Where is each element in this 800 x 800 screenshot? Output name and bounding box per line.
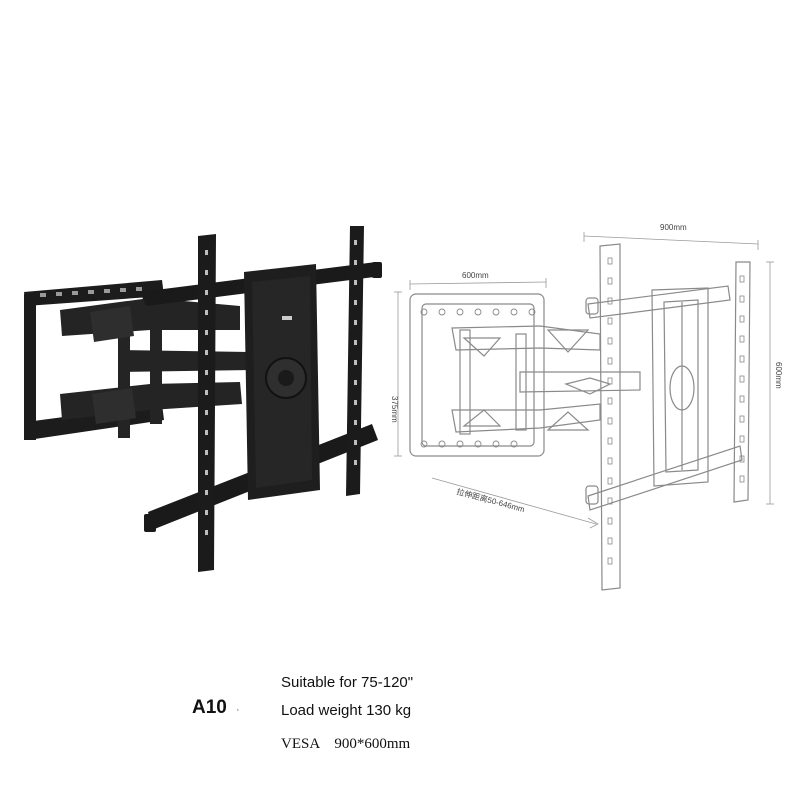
model-marker: · xyxy=(236,704,240,716)
technical-drawing xyxy=(394,232,774,591)
dim-right-height: 600mm xyxy=(774,362,783,389)
spec-vesa: VESA 900*600mm xyxy=(281,736,411,752)
articulating-arms xyxy=(60,298,252,438)
model-label: A10 xyxy=(192,697,227,718)
dim-extension: 拉伸距离50-646mm xyxy=(455,486,526,514)
center-carriage xyxy=(244,264,320,500)
spec-load: Load weight 130 kg xyxy=(281,702,412,719)
rails-outline xyxy=(585,285,743,511)
wall-plate-outline xyxy=(409,293,545,457)
arms-outline xyxy=(451,325,641,435)
dim-left-height: 375mm xyxy=(390,396,399,423)
vertical-brackets-outline xyxy=(599,243,751,591)
dimension-lines xyxy=(394,232,774,529)
dim-wall-width: 600mm xyxy=(462,271,489,280)
dim-top-width: 900mm xyxy=(660,223,687,232)
carriage-outline xyxy=(651,287,709,487)
vertical-brackets xyxy=(198,226,364,572)
spec-size: Suitable for 75-120" xyxy=(281,674,414,691)
mount-photo xyxy=(24,226,382,572)
